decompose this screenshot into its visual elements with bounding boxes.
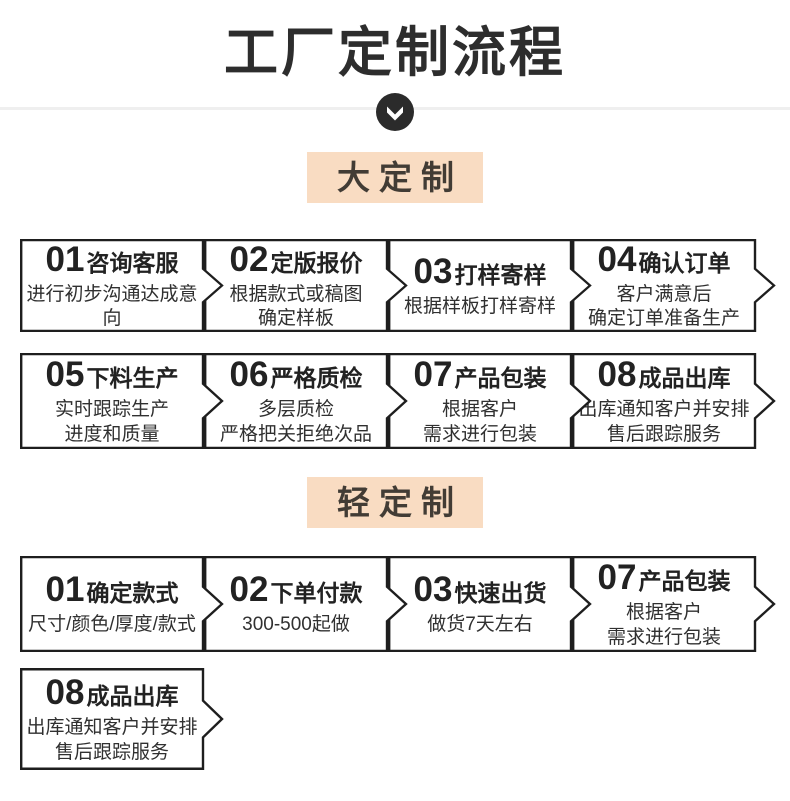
step-arrow-shape	[388, 556, 592, 652]
step-arrow-shape	[204, 353, 408, 449]
step-desc: 实时跟踪生产 进度和质量	[54, 399, 169, 445]
step-desc: 300-500起做	[242, 614, 350, 636]
step-title: 打样寄样	[454, 261, 547, 288]
step-desc: 根据客户 需求进行包装	[606, 602, 721, 648]
step-number: 08	[45, 673, 85, 713]
step-arrow-shape	[388, 239, 592, 332]
step-arrow-shape	[204, 239, 408, 332]
page-title: 工厂定制流程	[224, 23, 566, 83]
step-number: 08	[597, 355, 637, 395]
step-title: 下单付款	[270, 580, 363, 607]
step-number: 07	[413, 355, 453, 395]
section-badge-light-customization: 轻定制	[307, 477, 483, 528]
step-title: 快速出货	[454, 580, 547, 607]
step-title: 下料生产	[86, 365, 179, 392]
step-desc: 多层质检 严格把关拒绝次品	[219, 399, 372, 445]
step-number: 06	[229, 355, 269, 395]
step-desc: 根据客户 需求进行包装	[422, 399, 537, 445]
step-desc: 客户满意后 确定订单准备生产	[587, 283, 740, 329]
step-title: 成品出库	[638, 365, 731, 392]
step-desc: 出库通知客户并安排 售后跟踪服务	[26, 717, 198, 763]
step-number: 03	[413, 251, 453, 291]
step-arrow-shape	[20, 668, 224, 770]
section-badge-big-customization: 大定制	[307, 152, 483, 203]
step-title: 严格质检	[270, 365, 363, 392]
step-arrow-shape	[572, 353, 776, 449]
step-desc: 根据样板打样寄样	[403, 295, 556, 317]
step-title: 咨询客服	[86, 249, 179, 276]
step-desc: 做货7天左右	[427, 614, 533, 636]
step-number: 02	[229, 239, 269, 279]
step-desc: 进行初步沟通达成意向	[26, 283, 198, 329]
step-title: 定版报价	[270, 249, 363, 276]
step-number: 01	[45, 239, 85, 279]
step-desc: 根据款式或稿图 确定样板	[229, 283, 363, 329]
step-number: 04	[597, 239, 637, 279]
step-arrow-shape	[572, 239, 776, 332]
step-arrow-shape	[20, 239, 224, 332]
step-title: 确认订单	[638, 249, 731, 276]
step-number: 05	[45, 355, 85, 395]
step-title: 产品包装	[638, 568, 731, 595]
step-desc: 出库通知客户并安排 售后跟踪服务	[578, 399, 750, 445]
step-title: 成品出库	[86, 683, 179, 710]
step-title: 确定款式	[86, 580, 179, 607]
chevron-down-icon	[376, 93, 414, 131]
step-number: 02	[229, 570, 269, 610]
step-arrow-shape	[20, 556, 224, 652]
step-number: 01	[45, 570, 85, 610]
step-desc: 尺寸/颜色/厚度/款式	[28, 614, 196, 636]
step-arrow-shape	[572, 556, 776, 652]
step-arrow-shape	[204, 556, 408, 652]
step-arrow-shape	[20, 353, 224, 449]
step-number: 03	[413, 570, 453, 610]
step-arrow-shape	[388, 353, 592, 449]
step-title: 产品包装	[454, 365, 547, 392]
step-number: 07	[597, 558, 637, 598]
